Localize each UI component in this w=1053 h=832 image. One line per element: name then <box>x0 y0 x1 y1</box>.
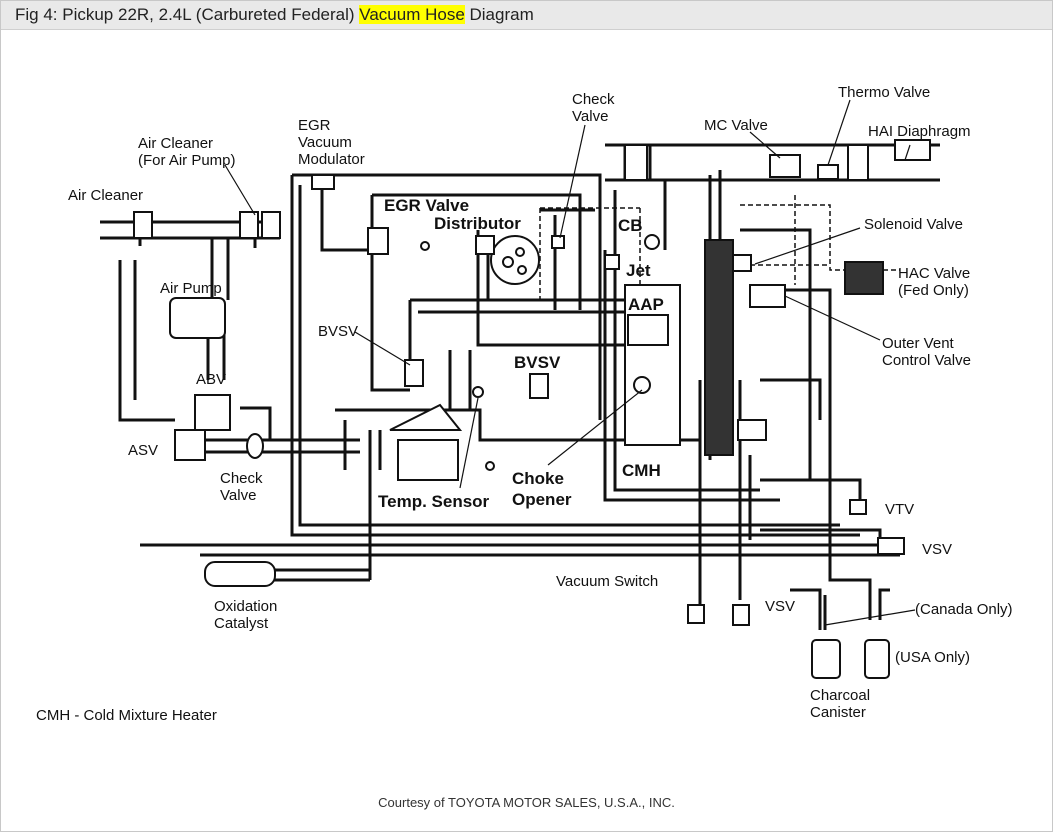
label-usa-only: (USA Only) <box>895 649 970 666</box>
oxidation-catalyst-icon <box>204 561 276 587</box>
vtv-icon <box>849 499 867 515</box>
egr-modulator-icon <box>311 174 335 190</box>
air-pump-icon <box>169 297 226 339</box>
label-oxidation-1: Oxidation <box>214 598 277 615</box>
vsv-right-icon <box>877 537 905 555</box>
label-bvsv-left: BVSV <box>318 323 358 340</box>
choke-opener-icon <box>633 376 651 394</box>
air-cleaner-box-icon <box>133 211 153 239</box>
title-highlight: Vacuum Hose <box>359 5 465 24</box>
aap-icon <box>627 314 669 346</box>
label-temp-sensor: Temp. Sensor <box>378 492 490 511</box>
jet-icon <box>604 254 620 270</box>
label-hac-valve-1: HAC Valve <box>898 265 970 282</box>
leader-lines <box>224 99 916 626</box>
label-charcoal-2: Canister <box>810 704 866 721</box>
bvsv-left-icon <box>404 359 424 387</box>
solenoid-valve-icon <box>732 254 752 272</box>
label-air-cleaner-pump-2: (For Air Pump) <box>138 152 236 169</box>
label-egr-mod-2: Vacuum <box>298 134 352 151</box>
label-choke-opener-2: Opener <box>512 490 572 509</box>
vacuum-switch-icon <box>687 604 705 624</box>
hac-valve-icon <box>844 261 884 295</box>
check-valve-top-icon <box>551 235 565 249</box>
title-prefix: Fig 4: Pickup 22R, 2.4L (Carbureted Fede… <box>15 5 360 24</box>
label-bvsv-mid: BVSV <box>514 353 561 372</box>
hose-lines <box>100 143 940 630</box>
label-canada-only: (Canada Only) <box>915 601 1013 618</box>
label-vacuum-switch: Vacuum Switch <box>556 573 658 590</box>
hai-diaphragm-icon <box>894 139 931 161</box>
label-egr-mod-3: Modulator <box>298 151 365 168</box>
label-air-pump: Air Pump <box>160 280 222 297</box>
label-hac-valve-2: (Fed Only) <box>898 282 969 299</box>
label-check-valve-top-1: Check <box>572 91 615 108</box>
label-jet: Jet <box>626 261 651 280</box>
mc-valve-icon <box>769 154 801 178</box>
label-vsv-bottom: VSV <box>765 598 795 615</box>
label-oxidation-2: Catalyst <box>214 615 269 632</box>
components <box>133 139 931 679</box>
label-egr-mod-1: EGR <box>298 117 331 134</box>
label-vtv: VTV <box>885 501 914 518</box>
outer-vent-valve-icon <box>749 284 786 308</box>
label-vsv-right: VSV <box>922 541 952 558</box>
label-check-valve-left-1: Check <box>220 470 263 487</box>
legend-cmh: CMH - Cold Mixture Heater <box>36 707 217 724</box>
label-asv: ASV <box>128 442 158 459</box>
cb-icon <box>644 234 660 250</box>
egr-valve-icon <box>367 227 389 255</box>
distributor-icon <box>490 235 540 285</box>
label-check-valve-left-2: Valve <box>220 487 256 504</box>
labels: Air Cleaner (For Air Pump) Air Cleaner A… <box>36 84 1013 724</box>
temp-sensor-icon <box>472 386 484 398</box>
label-mc-valve: MC Valve <box>704 117 768 134</box>
cmh-heater-icon <box>704 239 734 456</box>
title-bar: Fig 4: Pickup 22R, 2.4L (Carbureted Fede… <box>1 1 1052 30</box>
label-abv: ABV <box>196 371 226 388</box>
label-thermo-valve: Thermo Valve <box>838 84 930 101</box>
credit-footer: Courtesy of TOYOTA MOTOR SALES, U.S.A., … <box>378 795 675 810</box>
label-charcoal-1: Charcoal <box>810 687 870 704</box>
charcoal-canister-canada-icon <box>811 639 841 679</box>
label-check-valve-top-2: Valve <box>572 108 608 125</box>
carburetor-icon <box>624 284 681 446</box>
title-suffix: Diagram <box>464 5 534 24</box>
bvsv-mid-icon <box>529 373 549 399</box>
label-cb: CB <box>618 216 643 235</box>
label-aap: AAP <box>628 295 664 314</box>
label-outer-vent-2: Control Valve <box>882 352 971 369</box>
asv-icon <box>174 429 206 461</box>
vsv-bottom-icon <box>732 604 750 626</box>
check-valve-left-icon <box>246 433 264 459</box>
label-hai-diaphragm: HAI Diaphragm <box>868 123 971 140</box>
engine-block-icon <box>397 439 459 481</box>
label-solenoid-valve: Solenoid Valve <box>864 216 963 233</box>
abv-icon <box>194 394 231 431</box>
thermo-valve-icon <box>817 164 839 180</box>
label-air-cleaner: Air Cleaner <box>68 187 143 204</box>
charcoal-canister-usa-icon <box>864 639 890 679</box>
label-cmh: CMH <box>622 461 661 480</box>
label-distributor: Distributor <box>434 214 521 233</box>
page-title: Fig 4: Pickup 22R, 2.4L (Carbureted Fede… <box>15 5 534 25</box>
label-egr-valve: EGR Valve <box>384 196 469 215</box>
label-air-cleaner-pump-1: Air Cleaner <box>138 135 213 152</box>
label-choke-opener-1: Choke <box>512 469 564 488</box>
label-outer-vent-1: Outer Vent <box>882 335 955 352</box>
